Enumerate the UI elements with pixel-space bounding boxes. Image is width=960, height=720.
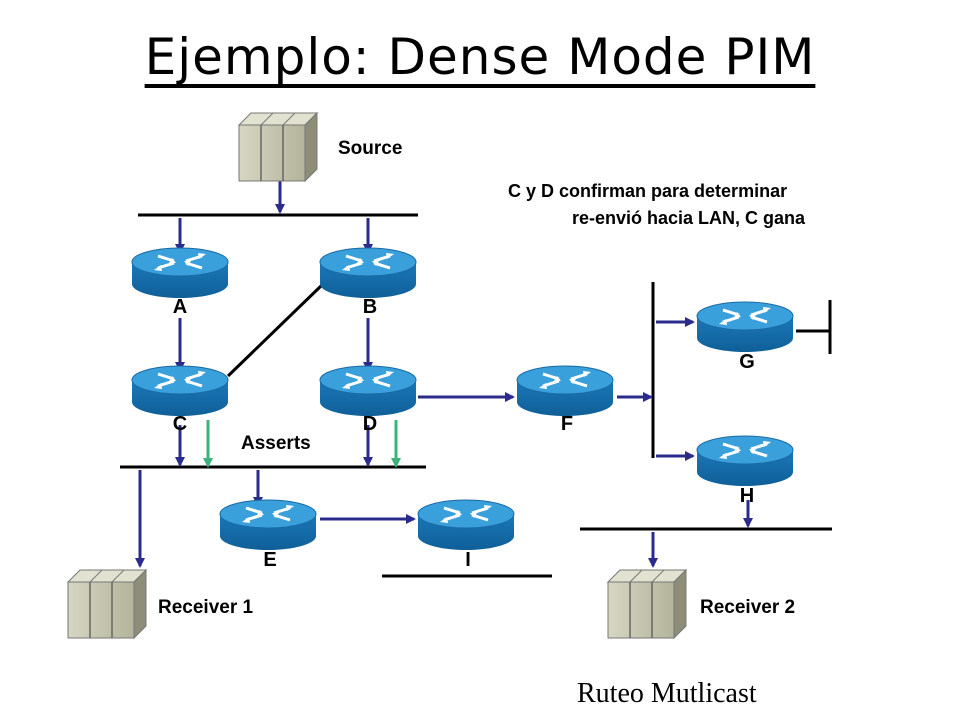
source-label: Source: [338, 138, 403, 159]
router-i-icon: [416, 498, 516, 552]
router-label-f: F: [561, 413, 573, 435]
router-label-c: C: [173, 413, 187, 435]
router-label-a: A: [173, 296, 187, 318]
receiver1-label: Receiver 1: [158, 597, 254, 618]
receiver2-server-icon: [607, 569, 687, 639]
router-a-icon: [130, 246, 230, 300]
assert-arrows: [203, 420, 401, 468]
note-line-2: re-envió hacia LAN, C gana: [572, 208, 806, 228]
receiver1-server-icon: [67, 569, 147, 639]
source-server-icon: [238, 112, 318, 182]
router-f-icon: [515, 364, 615, 418]
router-label-d: D: [363, 413, 377, 435]
router-b-icon: [318, 246, 418, 300]
router-c-icon: [130, 364, 230, 418]
router-g-icon: [695, 300, 795, 354]
router-d-icon: [318, 364, 418, 418]
router-label-i: I: [465, 549, 471, 571]
link-b-c: [226, 283, 324, 378]
receiver2-label: Receiver 2: [700, 597, 796, 618]
footer-text: Ruteo Mutlicast: [577, 678, 757, 709]
note-line-1: C y D confirman para determinar: [508, 181, 788, 201]
router-label-e: E: [263, 549, 276, 571]
slide-title-text: Ejemplo: Dense Mode PIM: [144, 28, 816, 86]
slide-title: Ejemplo: Dense Mode PIM: [0, 28, 960, 86]
router-label-h: H: [740, 485, 754, 507]
lan-segments: [120, 213, 832, 578]
router-label-b: B: [363, 296, 377, 318]
router-e-icon: [218, 498, 318, 552]
router-label-g: G: [739, 351, 755, 373]
asserts-label: Asserts: [241, 433, 311, 454]
router-h-icon: [695, 434, 795, 488]
multicast-flow-arrows: [135, 180, 753, 568]
